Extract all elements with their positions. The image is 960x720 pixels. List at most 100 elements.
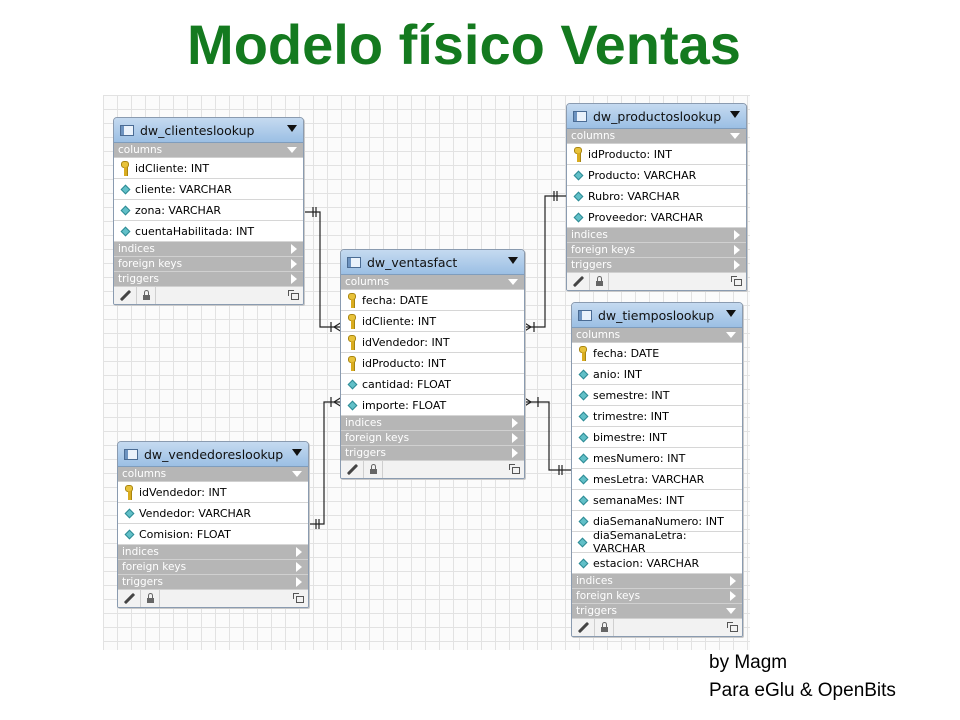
expand-right-icon [291,244,297,254]
column-row[interactable]: Rubro: VARCHAR [567,186,746,207]
table-header[interactable]: dw_clienteslookup [114,118,303,143]
table-name: dw_ventasfact [367,254,458,270]
edit-button[interactable] [114,287,137,304]
column-row[interactable]: cuentaHabilitada: INT [114,221,303,242]
section-indices[interactable]: indices [567,228,746,243]
section-foreign-keys[interactable]: foreign keys [572,589,742,604]
resize-icon[interactable] [727,622,738,632]
table-footer [572,619,742,636]
column-row[interactable]: cantidad: FLOAT [341,374,524,395]
column-row[interactable]: Proveedor: VARCHAR [567,207,746,228]
expand-right-icon [730,576,736,586]
lock-button[interactable] [364,461,383,478]
column-row[interactable]: trimestre: INT [572,406,742,427]
column-diamond-icon [124,508,134,518]
section-indices[interactable]: indices [114,242,303,257]
expand-down-icon [287,147,297,153]
collapse-arrow-icon[interactable] [287,125,297,132]
resize-icon[interactable] [288,290,299,300]
lock-button[interactable] [595,619,614,636]
edit-button[interactable] [118,590,141,607]
column-row[interactable]: semanaMes: INT [572,490,742,511]
section-columns[interactable]: columns [572,328,742,343]
column-row[interactable]: estacion: VARCHAR [572,553,742,574]
edit-button[interactable] [572,619,595,636]
expand-right-icon [734,260,740,270]
credit-organization: Para eGlu & OpenBits [709,680,896,701]
section-foreign-keys[interactable]: foreign keys [341,431,524,446]
table-header[interactable]: dw_ventasfact [341,250,524,275]
table-name: dw_clienteslookup [140,122,255,138]
column-row[interactable]: fecha: DATE [572,343,742,364]
lock-icon [600,622,608,632]
column-diamond-icon [578,432,588,442]
section-columns[interactable]: columns [118,467,308,482]
resize-icon[interactable] [293,593,304,603]
lock-icon [369,464,377,474]
edit-button[interactable] [341,461,364,478]
table-dw-ventasfact[interactable]: dw_ventasfact columns fecha: DATE idClie… [340,249,525,479]
column-diamond-icon [578,537,588,547]
column-row[interactable]: idVendedor: INT [341,332,524,353]
column-row[interactable]: Comision: FLOAT [118,524,308,545]
column-diamond-icon [573,212,583,222]
column-row[interactable]: anio: INT [572,364,742,385]
table-dw-productoslookup[interactable]: dw_productoslookup columns idProducto: I… [566,103,747,291]
column-row[interactable]: mesLetra: VARCHAR [572,469,742,490]
column-row[interactable]: diaSemanaNumero: INT [572,511,742,532]
section-triggers[interactable]: triggers [118,575,308,590]
section-foreign-keys[interactable]: foreign keys [567,243,746,258]
column-row[interactable]: bimestre: INT [572,427,742,448]
column-row[interactable]: Producto: VARCHAR [567,165,746,186]
collapse-arrow-icon[interactable] [292,449,302,456]
column-row[interactable]: idVendedor: INT [118,482,308,503]
column-diamond-icon [578,369,588,379]
column-diamond-icon [578,516,588,526]
lock-icon [146,593,154,603]
column-row[interactable]: mesNumero: INT [572,448,742,469]
section-foreign-keys[interactable]: foreign keys [114,257,303,272]
primary-key-icon [348,334,356,350]
section-triggers[interactable]: triggers [572,604,742,619]
column-row[interactable]: fecha: DATE [341,290,524,311]
lock-button[interactable] [141,590,160,607]
resize-icon[interactable] [731,276,742,286]
column-row[interactable]: idCliente: INT [114,158,303,179]
section-triggers[interactable]: triggers [341,446,524,461]
section-triggers[interactable]: triggers [567,258,746,273]
table-header[interactable]: dw_tiemposlookup [572,303,742,328]
expand-right-icon [291,274,297,284]
section-columns[interactable]: columns [567,129,746,144]
edit-button[interactable] [567,273,590,290]
table-dw-vendedoreslookup[interactable]: dw_vendedoreslookup columns idVendedor: … [117,441,309,608]
section-columns[interactable]: columns [341,275,524,290]
lock-button[interactable] [137,287,156,304]
section-foreign-keys[interactable]: foreign keys [118,560,308,575]
column-row[interactable]: importe: FLOAT [341,395,524,416]
table-icon [578,309,592,321]
column-row[interactable]: diaSemanaLetra: VARCHAR [572,529,742,555]
primary-key-icon [348,313,356,329]
column-row[interactable]: cliente: VARCHAR [114,179,303,200]
section-indices[interactable]: indices [572,574,742,589]
collapse-arrow-icon[interactable] [726,310,736,317]
column-row[interactable]: zona: VARCHAR [114,200,303,221]
collapse-arrow-icon[interactable] [730,111,740,118]
resize-icon[interactable] [509,464,520,474]
table-dw-tiemposlookup[interactable]: dw_tiemposlookup columns fecha: DATE ani… [571,302,743,637]
column-row[interactable]: Vendedor: VARCHAR [118,503,308,524]
column-row[interactable]: idCliente: INT [341,311,524,332]
table-dw-clienteslookup[interactable]: dw_clienteslookup columns idCliente: INT… [113,117,304,305]
section-indices[interactable]: indices [341,416,524,431]
collapse-arrow-icon[interactable] [508,257,518,264]
expand-right-icon [296,577,302,587]
section-columns[interactable]: columns [114,143,303,158]
column-row[interactable]: idProducto: INT [567,144,746,165]
column-row[interactable]: semestre: INT [572,385,742,406]
table-header[interactable]: dw_vendedoreslookup [118,442,308,467]
section-indices[interactable]: indices [118,545,308,560]
lock-button[interactable] [590,273,609,290]
section-triggers[interactable]: triggers [114,272,303,287]
column-row[interactable]: idProducto: INT [341,353,524,374]
table-header[interactable]: dw_productoslookup [567,104,746,129]
